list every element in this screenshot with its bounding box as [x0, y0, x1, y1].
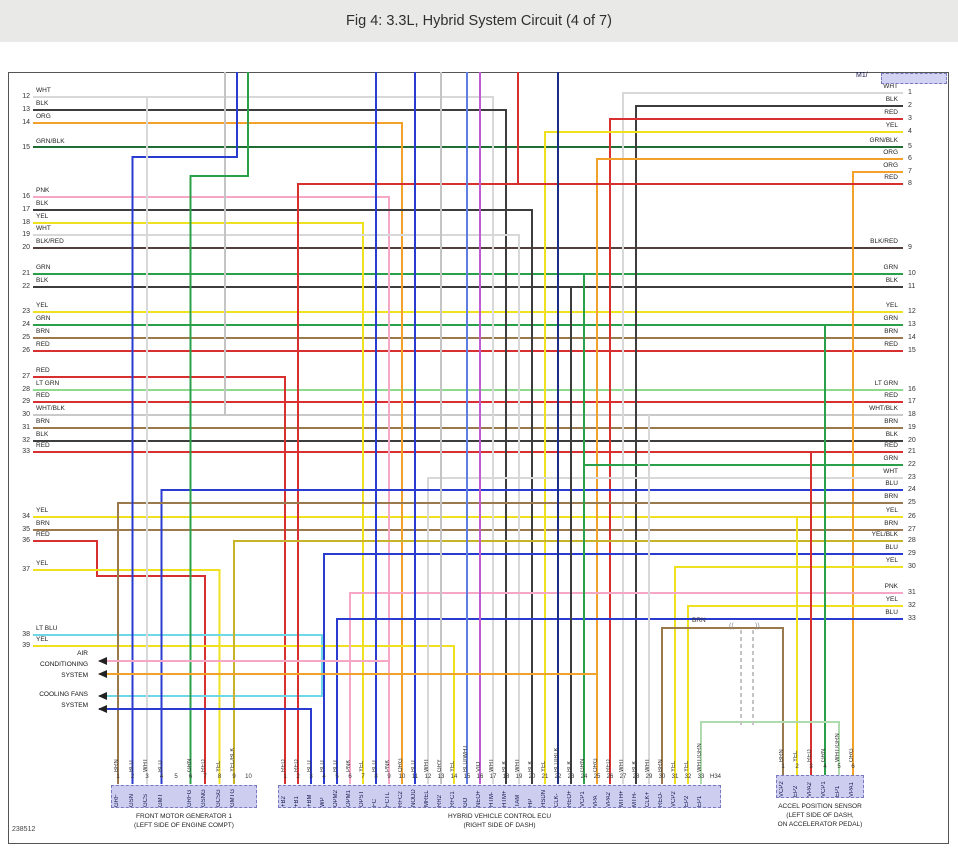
wire-yel	[544, 131, 903, 784]
wire-red	[33, 376, 286, 784]
wire-blu	[99, 708, 312, 784]
wire-blu	[336, 618, 903, 784]
wire-brn	[117, 502, 903, 784]
wire-blu	[323, 553, 903, 784]
wire-yel	[674, 566, 903, 784]
wire-org	[33, 122, 403, 784]
figure-title: Fig 4: 3.3L, Hybrid System Circuit (4 of…	[346, 13, 612, 29]
wire-wht	[622, 92, 903, 784]
m1-connector-box	[881, 73, 947, 84]
wire-blk	[33, 109, 507, 784]
system-arrowhead	[98, 657, 107, 665]
wire-blk	[33, 209, 533, 784]
wire-blk	[635, 105, 903, 784]
wire-brn	[661, 627, 784, 784]
m1-connector-label: M1/	[856, 72, 868, 79]
wire-yel	[33, 222, 364, 784]
wire-pnk	[33, 196, 390, 784]
figure-title-bar: Fig 4: 3.3L, Hybrid System Circuit (4 of…	[0, 0, 958, 42]
wire-org	[596, 158, 903, 784]
system-arrowhead	[98, 692, 107, 700]
diagram-border	[8, 72, 949, 844]
wire-red	[609, 118, 903, 784]
wire-grn	[189, 72, 249, 784]
wire-yel	[33, 645, 455, 784]
wire-org	[852, 171, 903, 775]
wire-pnk	[349, 592, 903, 784]
system-arrowhead	[98, 705, 107, 713]
document-number: 238512	[12, 826, 36, 833]
wire-blu	[131, 72, 238, 784]
wire-yel	[687, 605, 903, 784]
wire-wht	[427, 477, 903, 784]
wire-wht	[33, 234, 520, 784]
wire-yel	[33, 569, 221, 784]
wire-blu	[160, 489, 903, 784]
wire-wht-grn	[700, 721, 840, 784]
wire-lt-blu	[33, 634, 323, 697]
wire-yel-blk	[233, 540, 903, 784]
wire-red	[297, 183, 903, 784]
system-arrowhead	[98, 670, 107, 678]
